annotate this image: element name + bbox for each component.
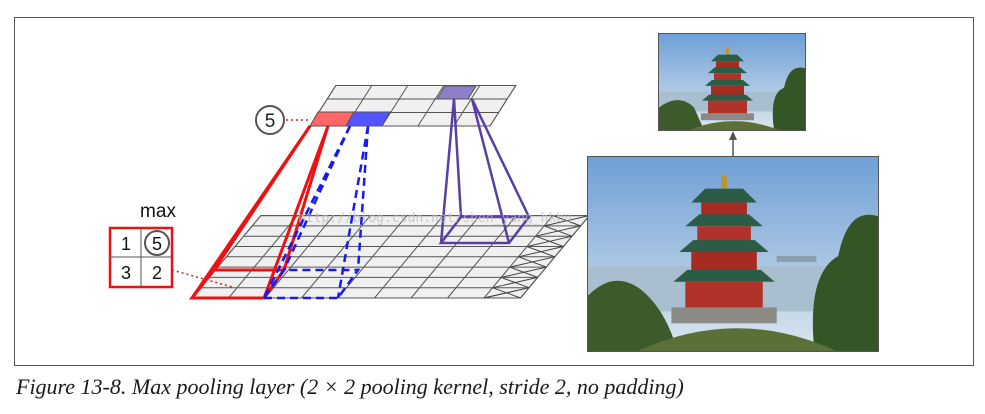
blue-receptive-field	[261, 125, 370, 300]
max-cell-bottom-left: 3	[121, 263, 131, 283]
max-cell-top-right: 5	[152, 234, 162, 254]
input-grid-col-line	[374, 215, 444, 299]
input-layer-grid	[190, 215, 591, 299]
max-example-box	[108, 226, 174, 289]
output-photo	[658, 33, 806, 131]
crossed-cell-mark	[535, 235, 564, 247]
crossed-cell-mark	[509, 266, 538, 278]
input-photo	[587, 156, 879, 352]
crossed-cell-mark	[544, 225, 573, 237]
result-value: 5	[265, 111, 276, 132]
max-connector	[171, 269, 233, 288]
dropped-cells	[483, 215, 590, 299]
output-cell-blue	[345, 111, 391, 127]
input-grid-col-line	[410, 215, 481, 299]
crossed-cell-mark	[518, 256, 547, 268]
pagoda-photo-small	[659, 34, 805, 130]
input-grid-col-line	[228, 215, 298, 299]
output-grid-col-line	[453, 85, 481, 127]
output-cell-purple	[436, 85, 477, 100]
output-grid-col-line	[489, 85, 517, 127]
purple-receptive-field	[438, 98, 532, 245]
downsample-arrow	[729, 131, 737, 156]
pagoda-photo-large	[588, 157, 878, 351]
input-grid-col-line	[264, 215, 335, 299]
crossed-cell-mark	[526, 246, 556, 258]
max-cell-top-left: 1	[121, 234, 131, 254]
crossed-cell-mark	[552, 215, 581, 227]
input-grid-col-line	[301, 215, 371, 299]
crossed-cell-mark	[483, 287, 530, 299]
crossed-cell-mark	[501, 276, 530, 289]
figure-caption: Figure 13-8. Max pooling layer (2 × 2 po…	[16, 374, 684, 399]
max-cell-bottom-right: 2	[152, 263, 162, 283]
watermark: http://blog.csdn.net/shen_yang_hkbu	[298, 211, 572, 226]
input-grid-col-line	[337, 215, 408, 299]
max-label: max	[140, 201, 176, 222]
result-circle	[255, 105, 285, 135]
max-highlight-circle	[144, 230, 170, 256]
output-grid-col-line	[417, 85, 445, 127]
